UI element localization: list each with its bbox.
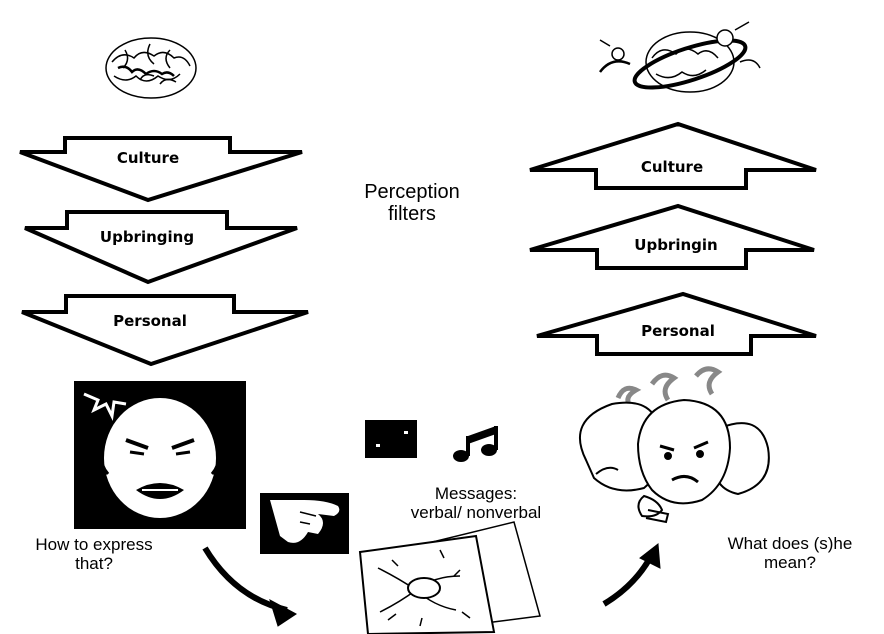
receiver-personal-arrow [536, 291, 817, 356]
confused-brain-icon [599, 21, 761, 93]
sender-caption-line-1: How to express [35, 535, 153, 554]
perception-filters-title: Perception filters [332, 181, 492, 225]
sender-personal-label: Personal [113, 312, 187, 330]
receiver-caption-line-1: What does (s)he [727, 534, 853, 553]
sender-culture-arrow [19, 136, 303, 203]
title-line-2: filters [388, 203, 436, 225]
messages-line-1: Messages: [434, 484, 518, 503]
receiver-filter-arrows [529, 121, 817, 356]
messages-line-2: verbal/ nonverbal [410, 503, 542, 522]
brain-icon [105, 37, 197, 99]
angry-face-icon [74, 381, 246, 529]
receiver-upbringing-arrow [529, 203, 815, 270]
receiver-caption: What does (s)he mean? [700, 534, 880, 572]
sender-personal-arrow [21, 294, 309, 367]
messages-caption: Messages: verbal/ nonverbal [376, 484, 576, 522]
sender-upbringing-arrow [24, 210, 298, 285]
flow-arrow-right [602, 543, 661, 607]
confused-faces-icon [578, 366, 770, 524]
sender-caption: How to express that? [4, 535, 184, 573]
sender-caption-line-2: that? [75, 554, 113, 573]
sender-filter-arrows [19, 136, 309, 367]
pointing-hand-icon [260, 493, 349, 554]
receiver-culture-label: Culture [640, 158, 704, 176]
receiver-caption-line-2: mean? [764, 553, 816, 572]
music-note-icon [453, 426, 498, 462]
small-black-square-icon [365, 420, 417, 458]
receiver-upbringing-label: Upbringin [634, 236, 718, 254]
title-line-1: Perception [364, 181, 460, 203]
receiver-culture-arrow [529, 121, 817, 190]
flow-arrow-left [202, 546, 297, 627]
sender-culture-label: Culture [116, 149, 180, 167]
map-letter-icon [358, 521, 541, 634]
sender-upbringing-label: Upbringing [99, 228, 195, 246]
receiver-personal-label: Personal [641, 322, 715, 340]
